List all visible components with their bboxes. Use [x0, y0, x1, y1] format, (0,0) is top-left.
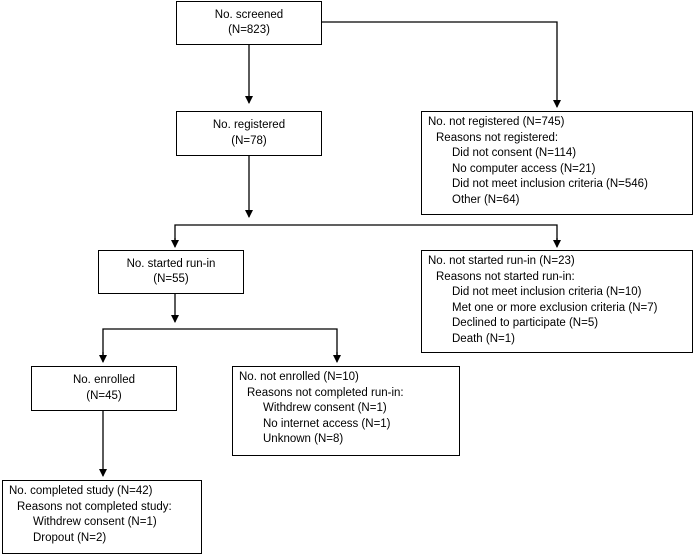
- registered-box: No. registered (N=78): [176, 111, 322, 156]
- started-runin-title: No. started run-in: [126, 257, 216, 270]
- reason-item: Met one or more exclusion criteria (N=7): [452, 301, 658, 314]
- reason-item: Declined to participate (N=5): [452, 317, 599, 329]
- enrolled-title: No. enrolled: [72, 374, 135, 386]
- arrow-screened-to-not-registered: [322, 21, 561, 108]
- enrolled-count: (N=45): [86, 389, 122, 402]
- not-enrolled-box: No. not enrolled (N=10) Reasons not comp…: [232, 366, 460, 456]
- not-started-runin-box: No. not started run-in (N=23) Reasons no…: [421, 250, 693, 353]
- reason-item: No internet access (N=1): [263, 417, 391, 430]
- not-started-runin-title: No. not started run-in (N=23): [428, 255, 575, 267]
- not-registered-box: No. not registered (N=745) Reasons not r…: [421, 111, 693, 215]
- reason-item: Withdrew consent (N=1): [33, 516, 157, 528]
- completed-reasons-header: Reasons not completed study:: [17, 500, 172, 513]
- not-registered-title: No. not registered (N=745): [428, 116, 565, 128]
- branch-registered: [174, 224, 558, 246]
- reason-item: Dropout (N=2): [33, 531, 107, 544]
- reason-item: Unknown (N=8): [263, 433, 344, 445]
- registered-count: (N=78): [231, 134, 267, 147]
- not-enrolled-reasons-header: Reasons not completed run-in:: [247, 386, 404, 399]
- started-runin-count: (N=55): [153, 273, 189, 285]
- screened-count: (N=823): [228, 24, 270, 36]
- completed-title: No. completed study (N=42): [9, 485, 153, 497]
- started-runin-box: No. started run-in (N=55): [98, 250, 244, 294]
- screened-title: No. screened: [214, 8, 284, 21]
- reason-item: Did not consent (N=114): [452, 147, 577, 159]
- completed-box: No. completed study (N=42) Reasons not c…: [2, 480, 202, 554]
- not-enrolled-title: No. not enrolled (N=10): [239, 371, 359, 383]
- branch-runin: [102, 328, 338, 361]
- registered-title: No. registered: [212, 119, 286, 131]
- enrolled-box: No. enrolled (N=45): [31, 366, 177, 411]
- reason-item: No computer access (N=21): [452, 162, 596, 175]
- screened-box: No. screened (N=823): [176, 1, 322, 45]
- reason-item: Withdrew consent (N=1): [263, 402, 387, 414]
- reason-item: Did not meet inclusion criteria (N=546): [452, 178, 648, 190]
- not-started-runin-reasons-header: Reasons not started run-in:: [436, 270, 575, 283]
- reason-item: Other (N=64): [452, 193, 520, 206]
- reason-item: Death (N=1): [452, 332, 515, 345]
- reason-item: Did not meet inclusion criteria (N=10): [452, 286, 642, 298]
- not-registered-reasons-header: Reasons not registered:: [436, 131, 559, 144]
